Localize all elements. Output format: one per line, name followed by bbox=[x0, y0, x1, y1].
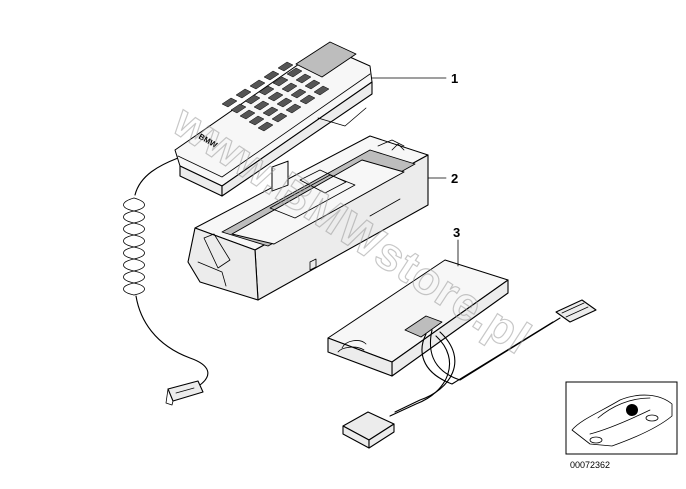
handset-part[interactable]: BMW bbox=[123, 41, 373, 406]
inset-thumbnail: 00072362 bbox=[565, 381, 678, 470]
callout-1: 1 bbox=[371, 71, 458, 86]
cradle-part[interactable] bbox=[187, 135, 429, 301]
callout-2-label: 2 bbox=[451, 171, 458, 186]
callout-1-label: 1 bbox=[451, 71, 458, 86]
inset-reference-number: 00072362 bbox=[570, 460, 610, 470]
battery-pack-part[interactable] bbox=[327, 259, 597, 449]
handset-keypad bbox=[221, 61, 330, 132]
coiled-cord bbox=[123, 157, 209, 386]
handset-display bbox=[295, 41, 357, 78]
cord-plug bbox=[165, 380, 204, 406]
location-marker-icon bbox=[626, 404, 638, 416]
callout-2: 2 bbox=[427, 171, 458, 186]
callout-3: 3 bbox=[453, 225, 460, 267]
callout-3-label: 3 bbox=[453, 225, 460, 240]
car-outline-icon bbox=[571, 394, 673, 447]
